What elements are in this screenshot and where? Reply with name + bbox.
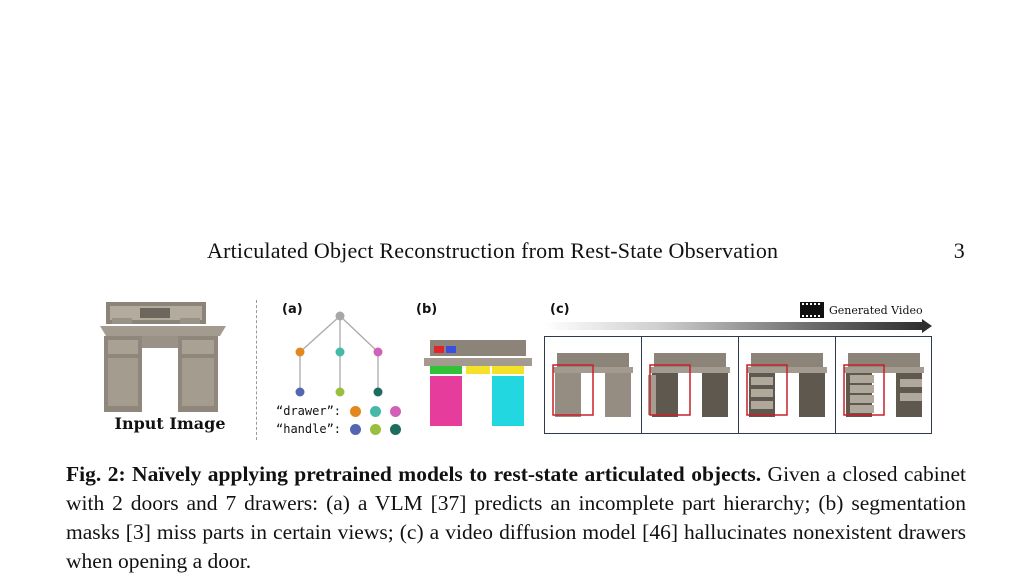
caption-title: Fig. 2: Naïvely applying pretrained mode… xyxy=(66,462,762,486)
running-header: Articulated Object Reconstruction from R… xyxy=(207,238,965,264)
segmentation-mask-image xyxy=(424,340,532,426)
running-title: Articulated Object Reconstruction from R… xyxy=(207,238,779,263)
figure-2: Input Image (a) “drawer”: “handle”: (b) xyxy=(60,292,960,442)
part-hierarchy-tree xyxy=(295,311,383,397)
tree-drawer-node-mid xyxy=(335,347,345,357)
legend-drawer-dot-3 xyxy=(390,405,402,417)
legend-drawer-dot-2 xyxy=(370,405,382,417)
legend-handle-dot-1 xyxy=(350,423,362,435)
tree-handle-node-right xyxy=(373,387,383,397)
caption-paragraph: Fig. 2: Naïvely applying pretrained mode… xyxy=(66,460,966,576)
panel-a-label: (a) xyxy=(282,302,303,317)
panel-b-label: (b) xyxy=(416,302,438,317)
legend-handle-label: “handle”: xyxy=(276,422,342,436)
generated-video-label: Generated Video xyxy=(800,302,923,318)
legend-handle-dot-2 xyxy=(370,423,382,435)
input-desk-image xyxy=(100,302,226,412)
video-frames xyxy=(544,336,932,434)
panel-c-label: (c) xyxy=(550,302,570,317)
video-frame-2 xyxy=(642,337,739,433)
video-frame-3 xyxy=(739,337,836,433)
figure-caption: Fig. 2: Naïvely applying pretrained mode… xyxy=(66,460,966,576)
dashed-divider xyxy=(256,300,257,440)
time-arrow-head xyxy=(922,319,932,333)
legend-handle: “handle”: xyxy=(276,422,402,436)
video-frame-1 xyxy=(545,337,642,433)
legend-drawer-dot-1 xyxy=(350,405,362,417)
caption-body: Given a closed cabinet with 2 doors and … xyxy=(66,462,967,573)
video-frame-4 xyxy=(836,337,932,433)
tree-handle-node-left xyxy=(295,387,305,397)
legend-drawer: “drawer”: xyxy=(276,404,402,418)
tree-drawer-node-left xyxy=(295,347,305,357)
film-strip-icon xyxy=(800,302,824,318)
time-arrow-bar xyxy=(544,322,924,330)
tree-handle-node-mid xyxy=(335,387,345,397)
page-number: 3 xyxy=(953,238,965,263)
generated-video-text: Generated Video xyxy=(829,303,923,317)
legend-drawer-label: “drawer”: xyxy=(276,404,342,418)
tree-root-node xyxy=(335,311,345,321)
tree-drawer-node-right xyxy=(373,347,383,357)
input-image-caption: Input Image xyxy=(114,414,226,433)
legend-handle-dot-3 xyxy=(390,423,402,435)
